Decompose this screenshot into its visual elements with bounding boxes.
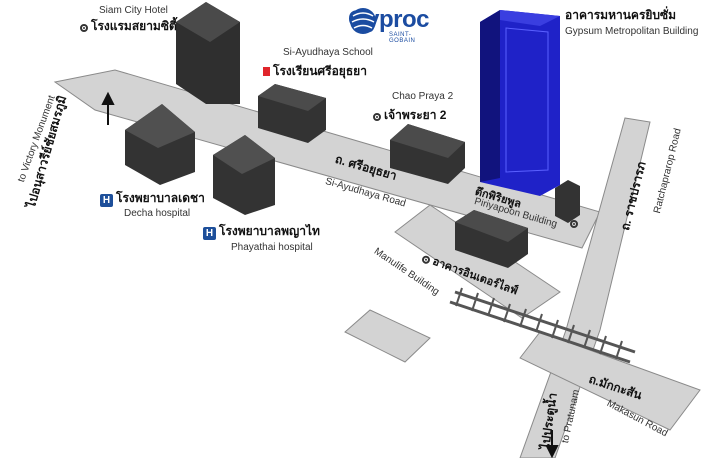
building-piriyapoon xyxy=(555,180,580,223)
phayathai-hospital-english: Phayathai hospital xyxy=(231,242,313,253)
hospital-icon: H xyxy=(100,194,113,207)
siam-city-hotel-thai-text: โรงแรมสยามซิตี้ xyxy=(91,19,177,33)
direction-arrows xyxy=(101,91,559,458)
gypsum-building-thai: อาคารมหานครยิบซั่ม xyxy=(565,8,677,22)
arrow-pratunam-head xyxy=(545,445,559,458)
decha-hospital-thai-text: โรงพยาบาลเดชา xyxy=(116,191,205,205)
road-si-ayudhaya xyxy=(53,69,601,249)
building-gypsum-tower xyxy=(480,10,560,196)
railway xyxy=(449,287,636,364)
building-decha xyxy=(125,104,195,185)
school-english: Si-Ayudhaya School xyxy=(283,47,373,58)
gypsum-building-english: Gypsum Metropolitan Building xyxy=(565,26,699,37)
school-thai-text: โรงเรียนศรีอยุธยา xyxy=(273,64,367,78)
brand-logo: Gyproc SAINT-GOBAIN xyxy=(348,6,430,44)
road-lower xyxy=(344,309,431,363)
roads xyxy=(53,69,701,458)
school-thai: โรงเรียนศรีอยุธยา xyxy=(263,62,367,81)
chao-praya-thai: เจ้าพระยา 2 xyxy=(373,106,446,125)
chao-praya-english: Chao Praya 2 xyxy=(392,91,454,102)
siam-city-hotel-english: Siam City Hotel xyxy=(99,5,168,16)
school-icon xyxy=(263,67,270,76)
building-school xyxy=(258,84,326,143)
buildings xyxy=(125,2,580,268)
building-phayathai xyxy=(213,135,275,215)
globe-logo-icon xyxy=(350,8,376,34)
piriyapoon-pin-icon xyxy=(570,220,578,228)
landmark-pin-icon xyxy=(420,254,432,265)
road-makasun xyxy=(519,331,701,431)
landmark-pin-icon xyxy=(80,24,88,32)
landmark-pin-icon xyxy=(373,113,381,121)
hospital-icon: H xyxy=(203,227,216,240)
road-cross xyxy=(394,204,561,319)
rail-ties xyxy=(455,287,623,360)
building-manulife xyxy=(455,210,528,268)
phayathai-hospital-thai-text: โรงพยาบาลพญาไท xyxy=(219,224,320,238)
building-siam-city xyxy=(176,2,240,104)
chao-praya-thai-text: เจ้าพระยา 2 xyxy=(384,108,447,122)
brand-subtitle: SAINT-GOBAIN xyxy=(389,32,416,44)
siam-city-hotel-thai: โรงแรมสยามซิตี้ xyxy=(80,17,177,36)
arrow-victory-head xyxy=(101,91,115,105)
decha-hospital-english: Decha hospital xyxy=(124,208,191,219)
building-chao-praya xyxy=(390,124,465,184)
